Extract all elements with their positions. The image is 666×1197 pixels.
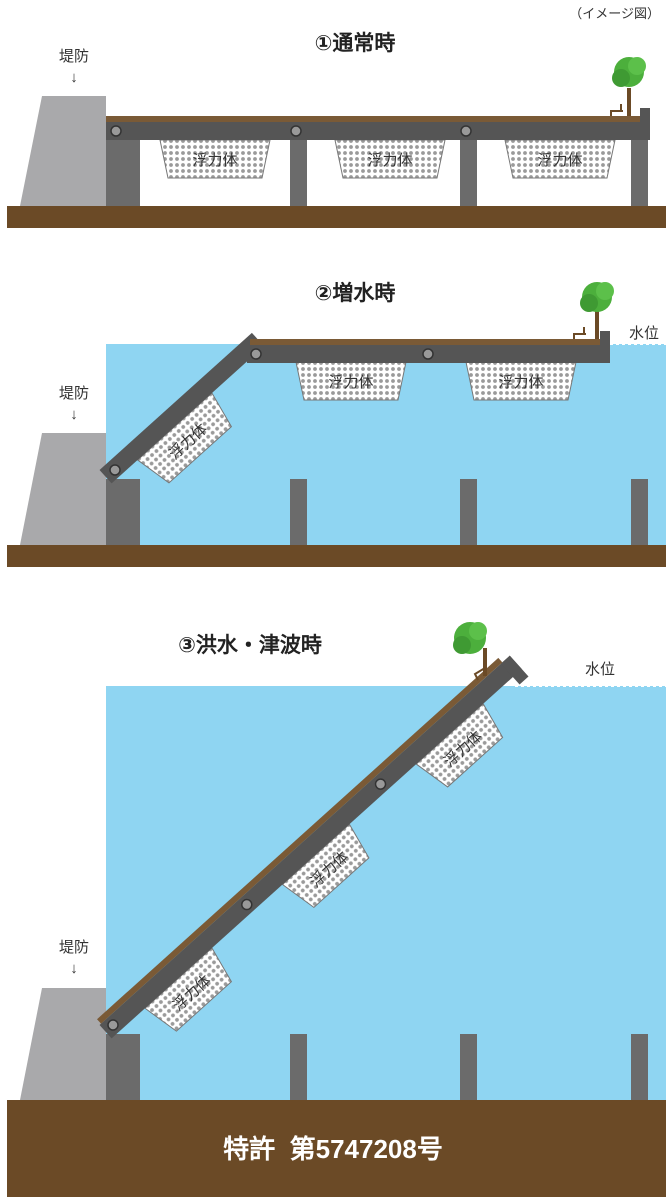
panel-flood: ③洪水・津波時 水位 堤防 ↓ 浮力体 浮力体 浮力体 [7,622,666,1197]
float-body: 浮力体 [465,361,577,401]
pier [106,138,140,206]
water-level-label: 水位 [585,661,615,678]
patent-number: 特許 第5747208号 [223,1134,443,1164]
panel-rising: ②増水時 水位 堤防 ↓ 浮力体 浮力体 浮力体 [7,281,666,567]
panel-normal: ①通常時 堤防 ↓ 浮力体 浮力体 浮力体 [7,31,666,228]
hinge [110,125,122,137]
float-body: 浮力体 [159,139,271,179]
pier [106,479,140,545]
float-body-label: 浮力体 [537,152,582,169]
float-body-label: 浮力体 [328,374,373,391]
levee [20,433,106,545]
hinge [422,348,434,360]
pier [631,1034,648,1100]
pier [290,1034,307,1100]
panel-title: ①通常時 [315,31,396,55]
tree-icon [453,622,487,676]
ground [7,1100,666,1197]
pier [631,138,648,206]
hinge [107,1019,119,1031]
pier [290,138,307,206]
down-arrow-icon: ↓ [70,69,78,86]
down-arrow-icon: ↓ [70,960,78,977]
float-body: 浮力体 [504,139,616,179]
pier [460,138,477,206]
pier [106,1034,140,1100]
hinge [109,464,121,476]
levee-label: 堤防 [59,48,89,65]
tree-icon [612,57,646,116]
levee [20,988,106,1100]
hinge [374,778,387,790]
levee-label: 堤防 [59,939,89,956]
float-body: 浮力体 [334,139,446,179]
levee [20,96,106,206]
pier [460,479,477,545]
tree-icon [580,282,614,339]
hinge [250,348,262,360]
float-body-label: 浮力体 [192,152,237,169]
panel-title: ③洪水・津波時 [178,633,322,657]
end-post [600,331,610,363]
steel-frame [106,122,648,140]
ground [7,545,666,567]
panel-title: ②増水時 [315,281,396,305]
pier [460,1034,477,1100]
float-body-label: 浮力体 [498,374,543,391]
hinge [460,125,472,137]
down-arrow-icon: ↓ [70,406,78,423]
bench-icon [473,667,486,681]
wood-deck [250,339,600,345]
wood-deck [106,116,640,122]
pier [631,479,648,545]
pier [290,479,307,545]
raised-barrier: 浮力体 浮力体 浮力体 [97,655,529,1039]
levee-label: 堤防 [59,385,89,402]
water-level-label: 水位 [629,325,659,342]
ground [7,206,666,228]
hinge [290,125,302,137]
water [106,686,666,1100]
float-body-label: 浮力体 [367,152,412,169]
bench-icon [610,104,623,116]
bench-icon [573,327,586,339]
float-body: 浮力体 [295,361,407,401]
end-post [640,108,650,140]
hinge [241,898,253,911]
image-note: （イメージ図） [569,6,660,21]
